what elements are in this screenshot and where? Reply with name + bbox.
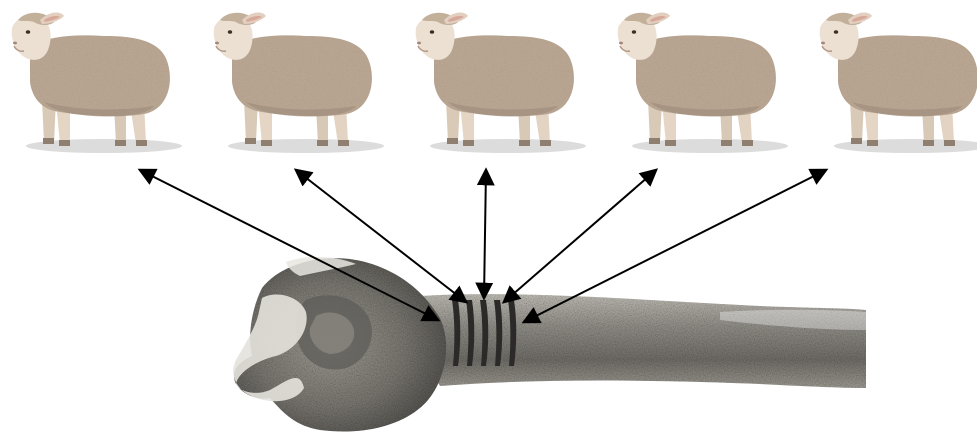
sheep-icon [618,13,788,153]
sheep-icon [214,13,384,153]
tally-bone-icon [233,257,866,432]
double-arrow [484,170,486,298]
sheep-icon [12,13,182,153]
double-arrow [504,170,656,302]
sheep-row [12,13,977,153]
sheep-icon [416,13,586,153]
sheep-icon [820,13,977,153]
